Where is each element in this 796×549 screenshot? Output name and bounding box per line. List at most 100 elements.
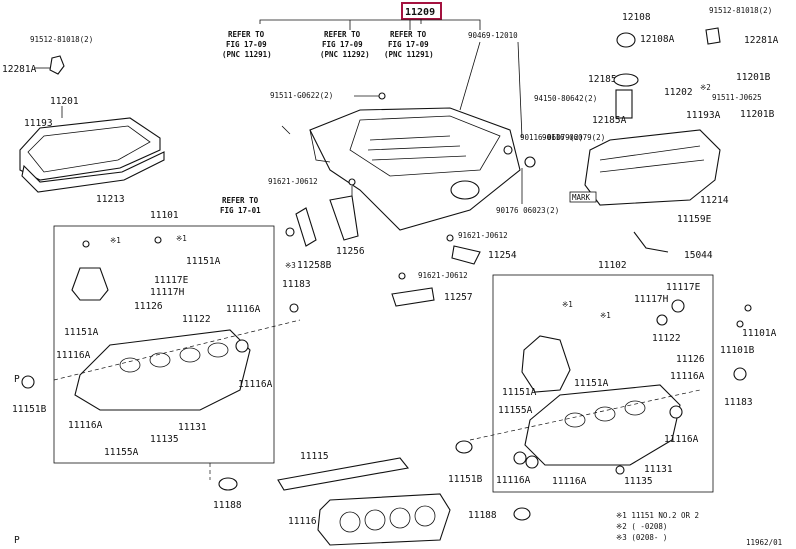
label-11151b-left[interactable]: 11151B — [12, 404, 47, 415]
label-11257[interactable]: 11257 — [444, 292, 473, 303]
svg-text:FIG 17-09: FIG 17-09 — [322, 40, 363, 49]
label-90176[interactable]: 90176 06023(2) — [496, 206, 559, 215]
label-11135-right[interactable]: 11135 — [624, 476, 653, 487]
highlight-box-11209[interactable] — [401, 2, 442, 20]
label-12281a-left[interactable]: 12281A — [2, 64, 37, 75]
bracket-11258b — [295, 207, 317, 247]
label-11117e-left[interactable]: 11117E — [154, 275, 189, 286]
label-11214[interactable]: 11214 — [700, 195, 729, 206]
label-15044[interactable]: 15044 — [684, 250, 713, 261]
label-11258b[interactable]: 11258B — [297, 260, 332, 271]
svg-text:REFER TO: REFER TO — [390, 30, 427, 39]
bracket-12281a-left — [49, 55, 65, 75]
label-11126-right[interactable]: 11126 — [676, 354, 705, 365]
label-11101a[interactable]: 11101A — [742, 328, 777, 339]
svg-text:(PNC 11291): (PNC 11291) — [384, 50, 434, 59]
label-p: P — [14, 374, 20, 385]
label-91511[interactable]: 91511-G0622(2) — [270, 91, 333, 100]
label-11151b-right[interactable]: 11151B — [448, 474, 483, 485]
bolt-11101b — [736, 320, 744, 328]
label-12108[interactable]: 12108 — [622, 12, 651, 23]
label-94150[interactable]: 94150-80642(2) — [534, 94, 597, 103]
bracket-11254 — [451, 245, 481, 265]
reference-note-2: REFER TO FIG 17-09 (PNC 11292) — [320, 30, 370, 59]
label-11151a-left[interactable]: 11151A — [186, 256, 221, 267]
label-11201b[interactable]: 11201B — [736, 72, 771, 83]
plug-11188-right — [513, 507, 531, 521]
label-11135-left[interactable]: 11135 — [150, 434, 179, 445]
label-12108a[interactable]: 12108A — [640, 34, 675, 45]
bolt-90116 — [503, 145, 513, 155]
label-11126-left[interactable]: 11126 — [134, 301, 163, 312]
label-11122-right[interactable]: 11122 — [652, 333, 681, 344]
gasket-11115 — [277, 457, 410, 491]
label-91621-j0612-c[interactable]: 91621-J0612 — [418, 271, 468, 280]
label-91512-81018-right[interactable]: 91512-81018(2) — [709, 6, 772, 15]
label-11101b[interactable]: 11101B — [720, 345, 755, 356]
oil-filler-tube — [615, 89, 633, 119]
label-90116[interactable]: 90116-06079(2) — [520, 133, 583, 142]
label-11193a[interactable]: 11193A — [686, 110, 721, 121]
label-11131-left[interactable]: 11131 — [178, 422, 207, 433]
label-11201[interactable]: 11201 — [50, 96, 79, 107]
label-s1-a: ※1 — [110, 236, 121, 245]
label-11116[interactable]: 11116 — [288, 516, 317, 527]
label-11213[interactable]: 11213 — [96, 194, 125, 205]
label-12281a-right[interactable]: 12281A — [744, 35, 779, 46]
label-11183-right[interactable]: 11183 — [724, 397, 753, 408]
label-11201b-2[interactable]: 11201B — [740, 109, 775, 120]
label-11183-left[interactable]: 11183 — [282, 279, 311, 290]
label-91512-81018-left[interactable]: 91512-81018(2) — [30, 35, 93, 44]
valve-lifter-right — [521, 335, 571, 393]
label-11151a-right-2[interactable]: 11151A — [502, 387, 537, 398]
label-11122-left[interactable]: 11122 — [182, 314, 211, 325]
valve-cover-right — [584, 129, 721, 206]
label-12185a[interactable]: 12185A — [592, 115, 627, 126]
bolt-11258b — [285, 227, 295, 237]
label-11188-left[interactable]: 11188 — [213, 500, 242, 511]
label-11155a-left[interactable]: 11155A — [104, 447, 139, 458]
label-11102[interactable]: 11102 — [598, 260, 627, 271]
label-11116a-left-4[interactable]: 11116A — [68, 420, 103, 431]
label-11117h-right[interactable]: 11117H — [634, 294, 669, 305]
label-11188-right[interactable]: 11188 — [468, 510, 497, 521]
label-11254[interactable]: 11254 — [488, 250, 517, 261]
bolt-11101a — [744, 304, 752, 312]
label-11116a-left[interactable]: 11116A — [226, 304, 261, 315]
label-11116a-right-3[interactable]: 11116A — [496, 475, 531, 486]
bolt-left-2 — [154, 236, 162, 244]
label-11193[interactable]: 11193 — [24, 118, 53, 129]
mark-box — [569, 191, 597, 203]
label-11116a-left-3[interactable]: 11116A — [238, 379, 273, 390]
label-11159e[interactable]: 11159E — [677, 214, 712, 225]
label-11101[interactable]: 11101 — [150, 210, 179, 221]
bracket-12281a-right — [705, 27, 721, 45]
grommet-90176 — [524, 156, 536, 168]
left-head-box — [53, 225, 275, 464]
label-11117e-right[interactable]: 11117E — [666, 282, 701, 293]
label-11151a-right[interactable]: 11151A — [574, 378, 609, 389]
part-number-11209[interactable]: 11209 — [405, 7, 435, 18]
engine-cover-11209[interactable] — [309, 107, 521, 231]
label-11116a-right-2[interactable]: 11116A — [664, 434, 699, 445]
plug-11116a-right-3 — [513, 451, 527, 465]
label-91511-j0625[interactable]: 91511-J0625 — [712, 93, 762, 102]
label-11202[interactable]: 11202 — [664, 87, 693, 98]
label-11256[interactable]: 11256 — [336, 246, 365, 257]
label-11115[interactable]: 11115 — [300, 451, 329, 462]
label-11151a-left-2[interactable]: 11151A — [64, 327, 99, 338]
legend-line-2: ※2 ( -0208) — [616, 522, 667, 531]
label-11116a-right[interactable]: 11116A — [670, 371, 705, 382]
label-91621-j0612-a[interactable]: 91621-J0612 — [268, 177, 318, 186]
svg-text:REFER TO: REFER TO — [222, 196, 259, 205]
label-11116a-right-4[interactable]: 11116A — [552, 476, 587, 487]
label-91621-j0612-b[interactable]: 91621-J0612 — [458, 231, 508, 240]
label-90116-b[interactable]: 90116-06079(2) — [542, 133, 605, 142]
label-11155a-right[interactable]: 11155A — [498, 405, 533, 416]
label-12185[interactable]: 12185 — [588, 74, 617, 85]
label-11131-right[interactable]: 11131 — [644, 464, 673, 475]
head-gasket-11116 — [317, 493, 451, 546]
label-11117h-left[interactable]: 11117H — [150, 287, 185, 298]
label-11116a-left-2[interactable]: 11116A — [56, 350, 91, 361]
label-90469[interactable]: 90469-12010 — [468, 31, 518, 40]
